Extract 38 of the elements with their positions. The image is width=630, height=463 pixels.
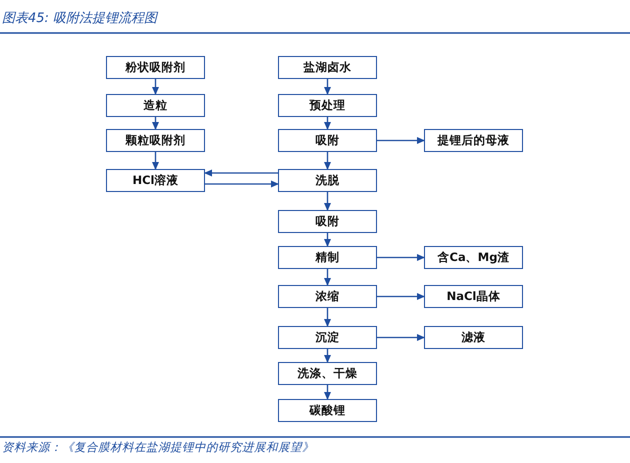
process-box: 颗粒吸附剂 [106,129,205,152]
source-note: 资料来源：《复合膜材料在盐湖提锂中的研究进展和展望》 [2,440,314,455]
arrow [324,269,331,286]
arrow [377,254,425,261]
title: 图表45: 吸附法提锂流程图 [2,10,158,27]
arrow [377,334,425,341]
process-box: 提锂后的母液 [424,129,523,152]
process-box: 精制 [278,246,377,269]
arrow [377,137,425,144]
arrow [205,180,279,188]
process-box: 洗脱 [278,169,377,192]
process-box: 吸附 [278,210,377,233]
process-box: 盐湖卤水 [278,56,377,79]
process-box: 洗涤、干燥 [278,362,377,385]
arrow [324,308,331,327]
arrow [377,293,425,300]
process-box: 吸附 [278,129,377,152]
arrow [152,117,159,130]
arrow [324,385,331,400]
process-box: 造粒 [106,94,205,117]
arrow [324,233,331,247]
process-box: 含Ca、Mg渣 [424,246,523,269]
process-box: HCl溶液 [106,169,205,192]
arrow [324,152,331,170]
process-box: 滤液 [424,326,523,349]
arrow [204,170,278,176]
process-box: 预处理 [278,94,377,117]
arrow [324,117,331,130]
arrow [324,192,331,211]
arrow [152,79,159,95]
process-box: 碳酸锂 [278,399,377,422]
arrow [324,79,331,95]
arrow [152,152,159,170]
process-box: 粉状吸附剂 [106,56,205,79]
process-box: NaCl晶体 [424,285,523,308]
process-box: 浓缩 [278,285,377,308]
process-box: 沉淀 [278,326,377,349]
arrow [324,349,331,363]
